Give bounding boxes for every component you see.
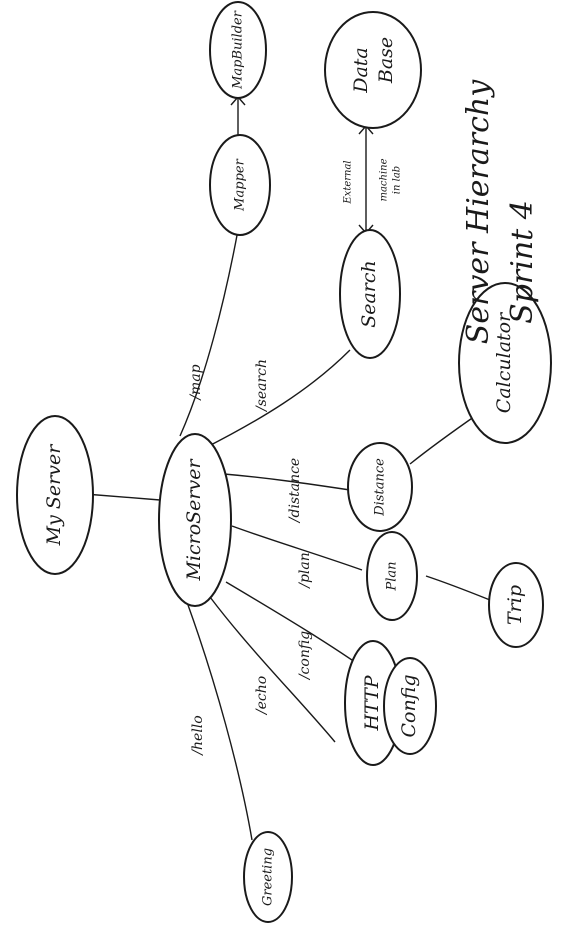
edge-label-hello: /hello (190, 715, 206, 756)
edge-echo (209, 596, 336, 743)
edge-search (204, 349, 351, 449)
edge-label-distance: /distance (287, 458, 303, 524)
edge-label-echo: /echo (254, 676, 270, 716)
label-http: HTTP (361, 674, 383, 731)
title-line-1: Sprint 4 (505, 200, 540, 324)
edge-label-config: /config (297, 631, 313, 681)
node-map-builder[interactable] (209, 1, 267, 99)
label-config: Config (398, 674, 420, 737)
label-greeting: Greeting (261, 848, 276, 906)
edge-plan (231, 525, 363, 571)
edge-label-plan: /plan (297, 552, 313, 590)
edge-label-external-line-2: machine (379, 158, 390, 201)
label-data-base-line-2: Base (375, 37, 397, 84)
node-labels: My Server MicroServer Greeting HTTP Conf… (43, 10, 526, 906)
node-search[interactable] (339, 229, 401, 359)
node-calculator[interactable] (458, 282, 552, 444)
edge-hello (187, 604, 253, 841)
label-plan: Plan (385, 561, 400, 591)
node-data-base[interactable] (324, 11, 422, 129)
edge-labels: /hello /echo /config /plan /distance /se… (188, 158, 403, 756)
label-data-base-line-1: Data (350, 47, 372, 94)
node-distance[interactable] (347, 442, 413, 532)
title-line-2: Server Hierarchy (461, 79, 496, 344)
node-micro-server[interactable] (158, 433, 232, 607)
edge-plan-trip (425, 575, 491, 601)
edge-distance-calculator (409, 413, 479, 465)
edge-label-external-line-3: in lab (392, 166, 403, 194)
edge-map (179, 229, 239, 437)
node-plan[interactable] (366, 531, 418, 621)
label-my-server: My Server (43, 443, 65, 547)
label-map-builder: MapBuilder (231, 10, 246, 90)
node-greeting[interactable] (243, 831, 293, 923)
diagram-title: Sprint 4 Server Hierarchy (461, 79, 540, 344)
edge-label-map: /map (188, 364, 204, 401)
edge-label-search: /search (254, 359, 270, 413)
node-trip[interactable] (488, 562, 544, 648)
node-config[interactable] (383, 657, 437, 755)
label-micro-server: MicroServer (183, 458, 205, 582)
edge-label-external-line-1: External (343, 160, 354, 204)
node-mapper[interactable] (209, 134, 271, 236)
nodes (16, 1, 552, 923)
edge-myserver-microserver (84, 493, 161, 501)
label-search: Search (358, 260, 380, 328)
label-distance: Distance (373, 458, 388, 517)
edge-distance (223, 473, 351, 491)
label-calculator: Calculator (493, 311, 515, 413)
node-my-server[interactable] (16, 415, 94, 575)
label-mapper: Mapper (233, 158, 248, 211)
label-trip: Trip (504, 585, 526, 625)
